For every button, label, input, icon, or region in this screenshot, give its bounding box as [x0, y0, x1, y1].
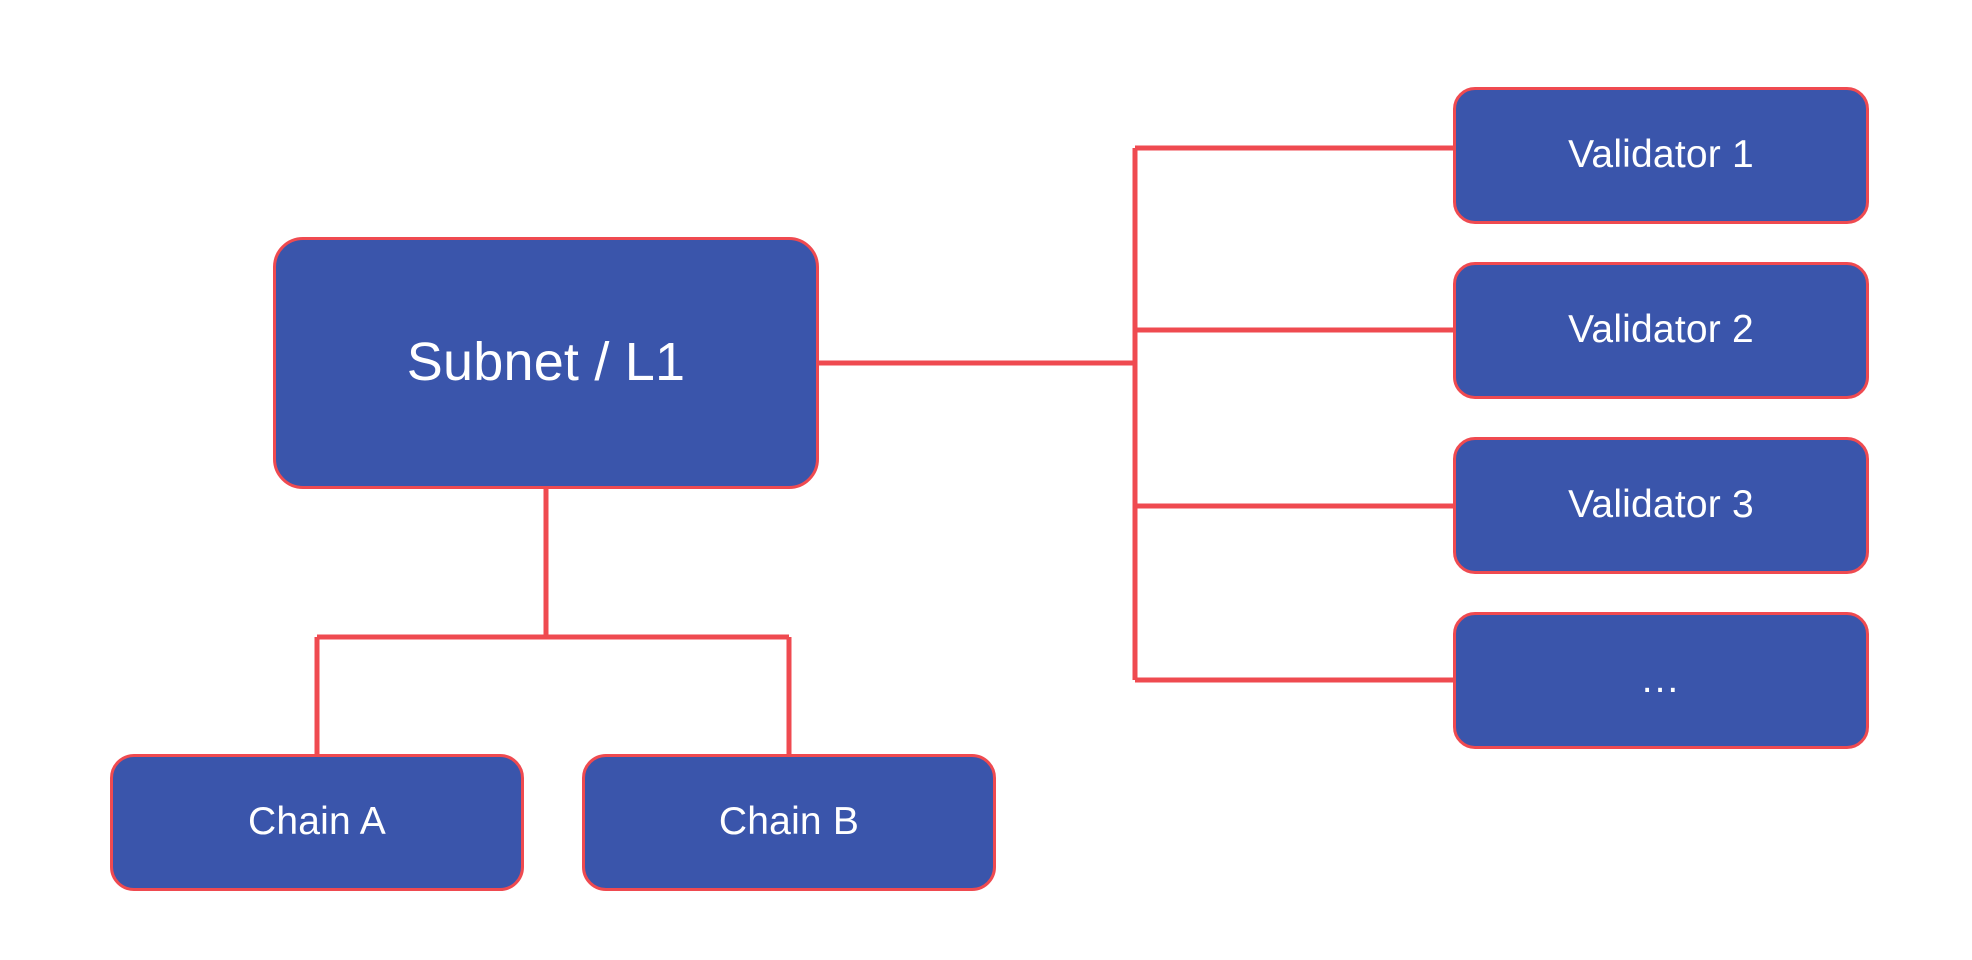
node-validator-more[interactable]: ...	[1453, 612, 1869, 749]
node-validator-2-label: Validator 2	[1568, 308, 1754, 352]
node-validator-3[interactable]: Validator 3	[1453, 437, 1869, 574]
node-validator-2[interactable]: Validator 2	[1453, 262, 1869, 399]
node-subnet-l1-label: Subnet / L1	[406, 332, 686, 393]
node-validator-1-label: Validator 1	[1568, 133, 1754, 177]
node-chain-a[interactable]: Chain A	[110, 754, 524, 891]
node-subnet-l1[interactable]: Subnet / L1	[273, 237, 819, 489]
node-validator-more-label: ...	[1641, 658, 1681, 702]
node-validator-1[interactable]: Validator 1	[1453, 87, 1869, 224]
node-chain-a-label: Chain A	[248, 800, 386, 844]
node-chain-b-label: Chain B	[718, 800, 860, 844]
node-chain-b[interactable]: Chain B	[582, 754, 996, 891]
node-validator-3-label: Validator 3	[1568, 483, 1754, 527]
